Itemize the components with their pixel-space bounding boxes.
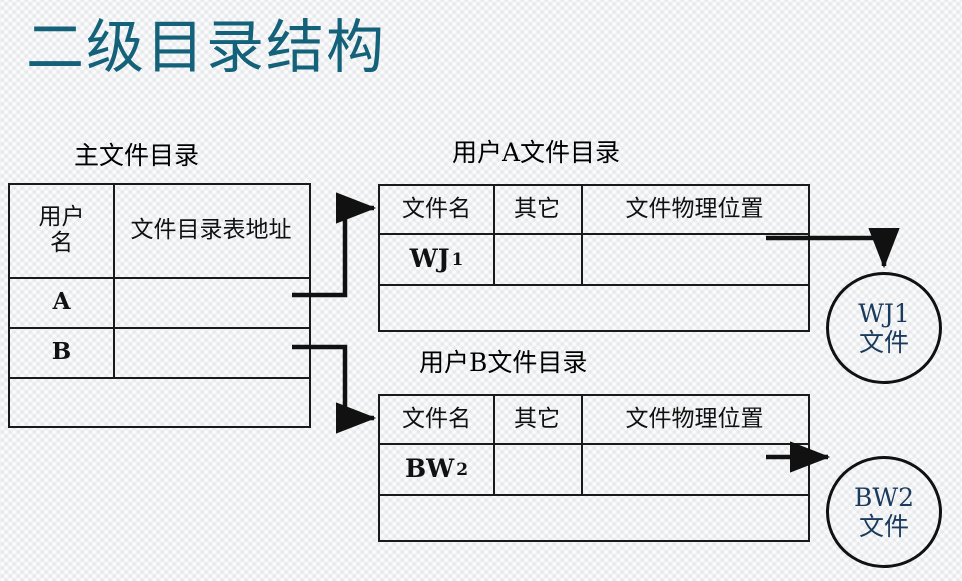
- user-b-directory-empty-cell: [380, 494, 808, 540]
- user-a-directory-cell-location: [581, 233, 808, 284]
- file-node-wj1-name: WJ1: [858, 299, 910, 328]
- user-a-directory-divider-2: [581, 186, 583, 284]
- user-b-directory-divider-1: [493, 396, 495, 494]
- user-b-directory-header-row: 文件名 其它 文件物理位置: [380, 396, 808, 443]
- user-b-directory-empty-row: [380, 494, 808, 540]
- master-directory-table: 用户名 文件目录表地址 A B: [8, 183, 311, 428]
- master-directory-row-a[interactable]: A: [10, 277, 309, 327]
- master-directory-header-user: 用户名: [38, 204, 85, 256]
- master-directory-rule-2: [10, 327, 309, 329]
- user-b-directory-filename-text: BW: [404, 453, 455, 483]
- user-a-directory-cell-other: [493, 233, 581, 284]
- user-a-directory-empty-row: [380, 284, 808, 330]
- user-b-directory-header-location: 文件物理位置: [625, 405, 764, 432]
- user-a-directory-empty-cell: [380, 284, 808, 330]
- master-directory-rule-1: [10, 277, 309, 279]
- master-directory-header-address: 文件目录表地址: [130, 217, 292, 244]
- master-directory-column-divider: [113, 185, 115, 377]
- master-directory-cell-address-a: [113, 277, 309, 327]
- file-node-wj1[interactable]: WJ1 文件: [826, 272, 942, 384]
- master-directory-rule-3: [10, 377, 309, 379]
- file-node-bw2[interactable]: BW2 文件: [826, 456, 942, 568]
- master-directory-cell-user-b: B: [51, 338, 72, 366]
- user-b-directory-header-other: 其它: [514, 405, 560, 432]
- master-directory-header-row: 用户名 文件目录表地址: [10, 185, 309, 277]
- user-a-directory-divider-1: [493, 186, 495, 284]
- master-directory-row-b[interactable]: B: [10, 327, 309, 377]
- master-directory-empty-cell: [10, 377, 309, 426]
- user-b-directory-caption: 用户B文件目录: [419, 348, 588, 377]
- file-node-wj1-label: 文件: [858, 328, 909, 357]
- user-a-directory-rule-1: [380, 233, 808, 235]
- user-b-directory-filename-index: 2: [456, 459, 469, 480]
- user-b-directory-header-filename: 文件名: [402, 405, 471, 432]
- user-a-directory-caption: 用户A文件目录: [452, 138, 621, 167]
- file-node-bw2-label: 文件: [858, 512, 909, 541]
- user-a-directory-filename-text: WJ: [409, 243, 450, 273]
- user-b-directory-divider-2: [581, 396, 583, 494]
- page-title: 二级目录结构: [26, 13, 387, 81]
- user-a-directory-header-row: 文件名 其它 文件物理位置: [380, 186, 808, 233]
- user-b-directory-cell-location: [581, 443, 808, 494]
- user-b-directory-cell-other: [493, 443, 581, 494]
- user-a-directory-filename-index: 1: [451, 249, 464, 270]
- user-b-directory-rule-2: [380, 494, 808, 496]
- user-b-directory-rule-1: [380, 443, 808, 445]
- master-directory-cell-address-b: [113, 327, 309, 377]
- master-directory-caption: 主文件目录: [74, 141, 200, 170]
- file-node-bw2-name: BW2: [854, 483, 914, 512]
- user-a-directory-header-other: 其它: [514, 195, 560, 222]
- master-directory-cell-user-a: A: [52, 288, 71, 316]
- user-a-directory-header-location: 文件物理位置: [625, 195, 764, 222]
- user-a-directory-header-filename: 文件名: [402, 195, 471, 222]
- user-a-directory-rule-2: [380, 284, 808, 286]
- master-directory-empty-row: [10, 377, 309, 426]
